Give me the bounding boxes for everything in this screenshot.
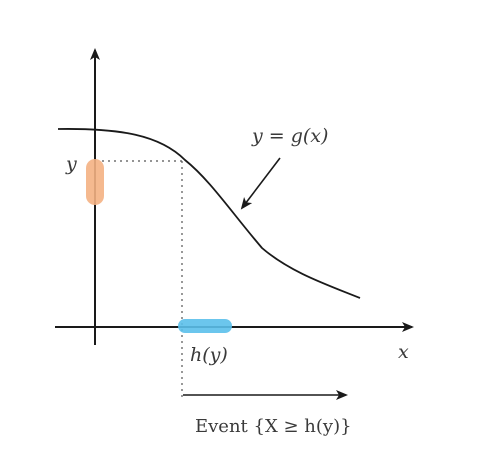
x-highlight-bar: [178, 319, 232, 333]
event-label: Event {X ≥ h(y)}: [195, 416, 352, 437]
y-highlight-bar: [86, 159, 104, 205]
h-of-y-label: h(y): [190, 344, 228, 366]
x-axis-label: x: [398, 341, 409, 363]
y-value-label: y: [65, 153, 77, 175]
curve-pointer-arrow: [240, 157, 281, 210]
curve-g: [57, 128, 361, 299]
curve-label: y = g(x): [251, 125, 328, 147]
